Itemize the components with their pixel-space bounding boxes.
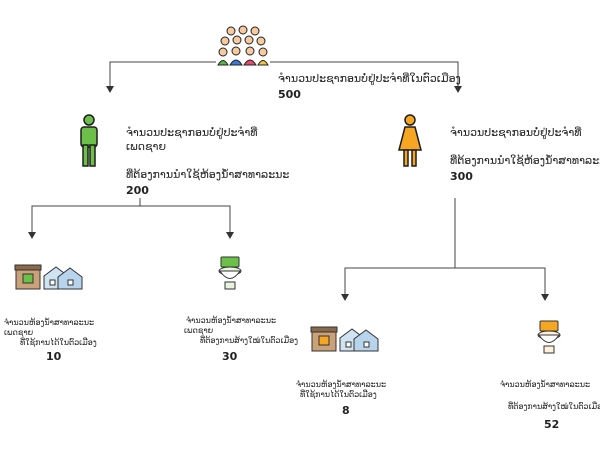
connector-male-right — [140, 205, 234, 239]
male-label-line3: ທີ່ຕ້ອງການນຳໃຊ້ຫ້ອງນ້ຳສາທາລະນະ — [126, 168, 290, 181]
male-child1-label-line3: ທີ່ໃຊ້ການໄດ້ໃນຕົວເມືອງ — [20, 338, 97, 347]
female-child2-value: 52 — [544, 418, 560, 431]
buildings-icon — [14, 264, 84, 294]
connector-male-split — [28, 198, 141, 239]
female-child1-value: 8 — [342, 404, 350, 417]
male-child1-value: 10 — [46, 350, 62, 363]
male-child1-label-line1: ຈຳນວນຫ້ອງນ້ຳສາທາລະນະ — [4, 318, 95, 327]
female-child2-label-line1: ຈຳນວນຫ້ອງນ້ຳສາທາລະນະ — [500, 380, 591, 389]
toilet-icon — [536, 320, 562, 358]
male-label-line2: ເພດຊາຍ — [126, 140, 167, 153]
root-value: 500 — [278, 88, 301, 101]
female-child1-label-line2: ທີ່ໃຊ້ການໄດ້ໃນຕົວເມືອງ — [300, 390, 377, 399]
connector-root-female — [270, 61, 462, 93]
male-child2-label-line3: ທີ່ຕ້ອງການສ້າງໃໝ່ໃນຕົວເມືອງ — [200, 336, 299, 345]
female-label-line1: ຈຳນວນປະຊາກອນບໍ່ຢູ່ປະຈຳທີ່ — [450, 126, 582, 139]
buildings-icon — [310, 326, 380, 356]
toilet-icon — [217, 256, 243, 294]
male-value: 200 — [126, 184, 149, 197]
connector-female-right — [455, 267, 549, 301]
male-child2-label-line1: ຈຳນວນຫ້ອງນ້ຳສາທາລະນະ — [186, 316, 277, 325]
female-label-line2: ທີ່ຕ້ອງການນຳໃຊ້ຫ້ອງນ້ຳສາທາລະນະ — [450, 154, 600, 167]
male-person-icon — [78, 114, 100, 172]
male-child1-label-line2: ເພດຊາຍ — [4, 328, 34, 337]
male-label-line1: ຈຳນວນປະຊາກອນບໍ່ຢູ່ປະຈຳທີ່ — [126, 126, 258, 139]
people-group-icon — [216, 24, 270, 70]
female-value: 300 — [450, 170, 473, 183]
male-child2-value: 30 — [222, 350, 238, 363]
connector-female-split — [341, 198, 456, 301]
female-child2-label-line2: ທີ່ຕ້ອງການສ້າງໃໝ່ໃນຕົວເມືອງ — [508, 402, 600, 411]
male-child2-label-line2: ເພດຊາຍ — [184, 326, 214, 335]
root-label: ຈຳນວນປະຊາກອນບໍ່ຢູ່ປະຈຳທີ່ໃນຕົວເມືອງ — [278, 72, 461, 85]
female-person-icon — [398, 114, 422, 172]
connector-root-male — [106, 61, 216, 93]
female-child1-label-line1: ຈຳນວນຫ້ອງນ້ຳສາທາລະນະ — [296, 380, 387, 389]
